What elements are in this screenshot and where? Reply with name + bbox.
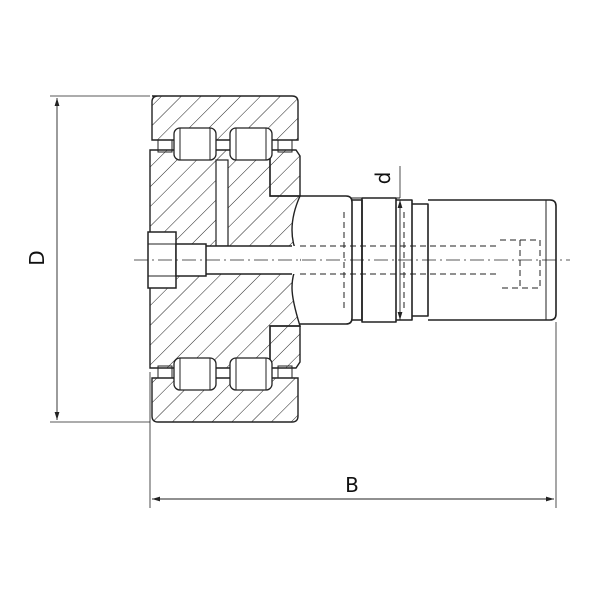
needle-rollers-bottom [157,357,293,391]
needle-roller [173,357,217,391]
needle-roller [229,357,273,391]
needle-roller [173,127,217,161]
needle-rollers-top [157,127,293,161]
dimension-label-d-stud: d [371,172,395,185]
dimension-label-b: B [345,473,359,497]
side-plate-bottom [269,325,301,369]
dimension-stud-diameter: d [350,166,403,320]
dimension-total-length: B [149,322,557,508]
side-plate-top [269,149,301,197]
dimension-label-d-outer: D [25,250,49,265]
dimension-outer-diameter: D [25,95,150,423]
needle-roller [229,127,273,161]
